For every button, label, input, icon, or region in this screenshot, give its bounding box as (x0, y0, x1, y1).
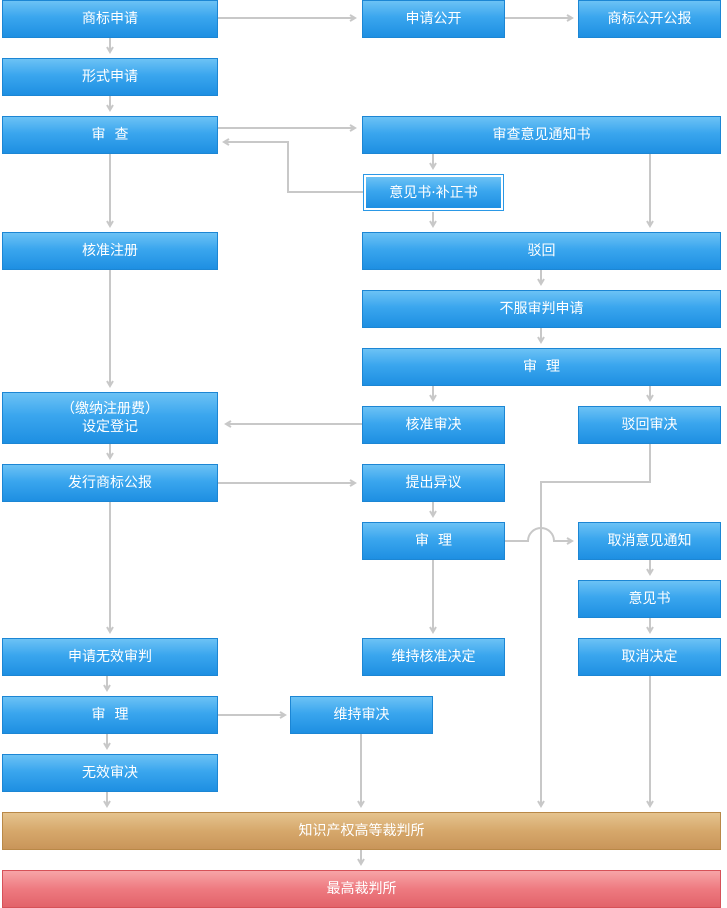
arrow-reject-decision-to-court (537, 444, 651, 808)
rejection-box: 驳回 (362, 232, 721, 270)
maintain-approval-box: 维持核准决定 (362, 638, 505, 676)
publication-gazette-box: 商标公开公报 (578, 0, 721, 38)
supreme-court-box: 最高裁判所 (2, 870, 721, 908)
maintain-decision-box: 维持审决 (290, 696, 433, 734)
examination-notice-box: 审查意见通知书 (362, 116, 721, 154)
appeal-hearing-box: 审 理 (362, 348, 721, 386)
arrow-opinion-back-to-exam (222, 138, 364, 193)
cancel-notice-box: 取消意见通知 (578, 522, 721, 560)
application-publication-box: 申请公开 (362, 0, 505, 38)
reject-decision-box: 驳回审决 (578, 406, 721, 444)
fee-registration-line1: （缴纳注册费） (61, 401, 159, 417)
opinion-box: 意见书 (578, 580, 721, 618)
publish-gazette-box: 发行商标公报 (2, 464, 218, 502)
examination-box: 审 查 (2, 116, 218, 154)
trademark-application-box: 商标申请 (2, 0, 218, 38)
invalidation-request-box: 申请无效审判 (2, 638, 218, 676)
approve-decision-box: 核准审决 (362, 406, 505, 444)
invalidation-hearing-box: 审 理 (2, 696, 218, 734)
fee-registration-box: （缴纳注册费） 设定登记 (2, 392, 218, 444)
cancel-decision-box: 取消决定 (578, 638, 721, 676)
arrow-opp-hearing-to-cancel-notice (505, 527, 574, 545)
approve-registration-box: 核准注册 (2, 232, 218, 270)
fee-registration-line2: 设定登记 (82, 419, 138, 435)
opinion-amendment-box: 意见书·补正书 (364, 175, 503, 210)
opposition-hearing-box: 审 理 (362, 522, 505, 560)
invalid-decision-box: 无效审决 (2, 754, 218, 792)
appeal-request-box: 不服审判申请 (362, 290, 721, 328)
ip-high-court-box: 知识产权高等裁判所 (2, 812, 721, 850)
formal-application-box: 形式申请 (2, 58, 218, 96)
opposition-box: 提出异议 (362, 464, 505, 502)
